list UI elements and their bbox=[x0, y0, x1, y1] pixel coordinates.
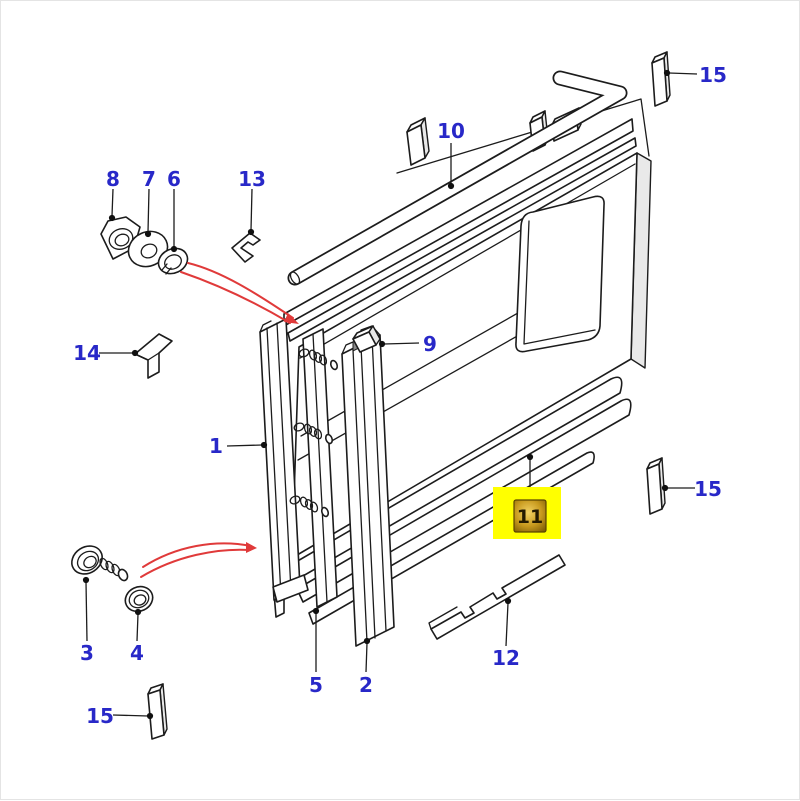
callout-label[interactable]: 7 bbox=[142, 167, 156, 191]
screw-row bbox=[293, 422, 334, 445]
callout-8[interactable]: 8 bbox=[106, 167, 120, 222]
washer-grommet-part-4 bbox=[124, 585, 154, 613]
callout-label[interactable]: 12 bbox=[492, 646, 520, 670]
callout-15-right[interactable]: 15 bbox=[661, 477, 722, 501]
top-tube-part-10 bbox=[287, 70, 628, 286]
callout-14[interactable]: 14 bbox=[73, 341, 139, 365]
callout-3[interactable]: 3 bbox=[80, 576, 94, 665]
callout-label[interactable]: 3 bbox=[80, 641, 94, 665]
callouts: 8 7 6 13 10 15 14 bbox=[73, 63, 727, 728]
callout-11-highlighted[interactable]: 11 bbox=[493, 453, 561, 539]
callout-label[interactable]: 15 bbox=[699, 63, 727, 87]
tube-open-end bbox=[289, 271, 301, 285]
frame-post bbox=[406, 117, 430, 166]
callout-15-bottom-left[interactable]: 15 bbox=[86, 704, 154, 728]
spacer-strip-right bbox=[646, 457, 666, 515]
spacer-strip-bottom-left bbox=[147, 683, 168, 740]
frame-back-edge bbox=[396, 98, 650, 174]
callout-label[interactable]: 14 bbox=[73, 341, 101, 365]
callout-label[interactable]: 15 bbox=[694, 477, 722, 501]
small-clip-part-9 bbox=[352, 325, 381, 353]
screw-rows bbox=[289, 348, 339, 518]
glazing-channel-part-2 bbox=[341, 325, 395, 647]
highlight-box bbox=[513, 499, 547, 533]
callout-5[interactable]: 5 bbox=[309, 607, 323, 697]
callout-label[interactable]: 11 bbox=[517, 506, 543, 528]
callout-4[interactable]: 4 bbox=[130, 608, 144, 665]
callout-label[interactable]: 8 bbox=[106, 167, 120, 191]
window-frame bbox=[283, 98, 652, 559]
angle-bracket-part-14 bbox=[134, 333, 173, 379]
flanged-screw-part-3 bbox=[71, 545, 129, 582]
callout-label[interactable]: 9 bbox=[423, 332, 437, 356]
callout-7[interactable]: 7 bbox=[142, 167, 156, 238]
corner-clip-part-13 bbox=[231, 232, 261, 263]
red-fitting-arrows bbox=[140, 262, 299, 578]
screw-row bbox=[298, 348, 339, 371]
callout-1[interactable]: 1 bbox=[209, 434, 268, 458]
channel-foot bbox=[272, 574, 309, 603]
screw-row bbox=[289, 495, 330, 518]
window-opening bbox=[515, 195, 605, 353]
packing-strip-part-5 bbox=[302, 328, 338, 608]
callout-12[interactable]: 12 bbox=[492, 597, 520, 670]
callout-label[interactable]: 4 bbox=[130, 641, 144, 665]
left-channel-part-1 bbox=[259, 318, 309, 603]
callout-10[interactable]: 10 bbox=[437, 119, 465, 190]
callout-13[interactable]: 13 bbox=[238, 167, 266, 236]
callout-label[interactable]: 1 bbox=[209, 434, 223, 458]
callout-label[interactable]: 10 bbox=[437, 119, 465, 143]
flat-washer-part-7 bbox=[127, 230, 169, 268]
frame-top-edge-bar bbox=[287, 137, 637, 342]
callout-9[interactable]: 9 bbox=[378, 332, 437, 356]
lock-washer-part-6 bbox=[157, 247, 189, 275]
callout-label[interactable]: 15 bbox=[86, 704, 114, 728]
window-opening-depth bbox=[523, 220, 596, 345]
callout-label[interactable]: 2 bbox=[359, 673, 373, 697]
callout-label[interactable]: 5 bbox=[309, 673, 323, 697]
callout-label[interactable]: 13 bbox=[238, 167, 266, 191]
callout-15-top-right[interactable]: 15 bbox=[663, 63, 727, 87]
callout-label[interactable]: 6 bbox=[167, 167, 181, 191]
notched-strip-part-12 bbox=[428, 554, 566, 640]
callout-6[interactable]: 6 bbox=[167, 167, 181, 253]
spacer-strip-top-right bbox=[651, 51, 671, 107]
callout-2[interactable]: 2 bbox=[359, 637, 373, 697]
